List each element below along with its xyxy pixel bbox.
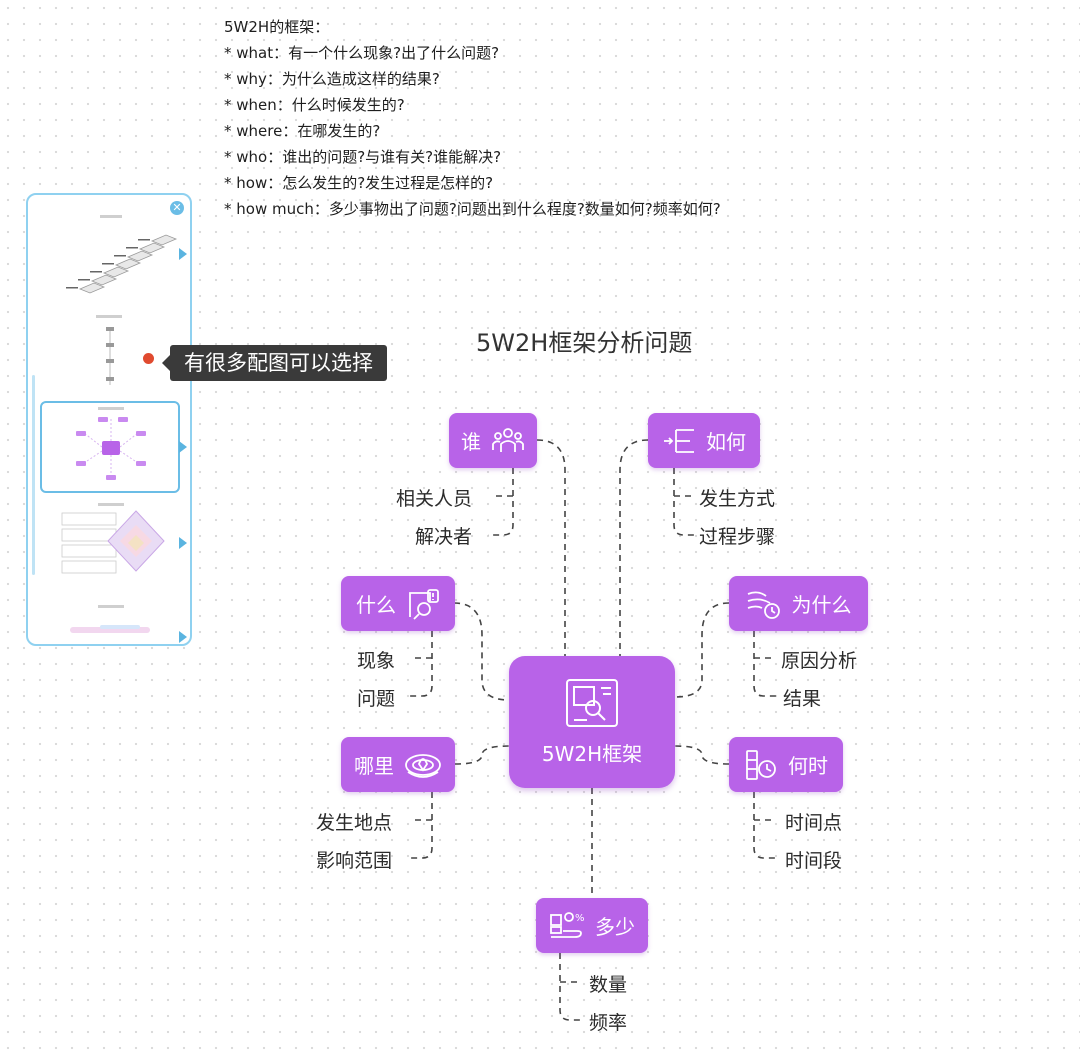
mindmap-title: 5W2H框架分析问题 xyxy=(476,329,693,357)
leaf-howmuch-2[interactable]: 频率 xyxy=(589,1012,628,1034)
apply-template-arrow-icon[interactable] xyxy=(179,537,187,549)
question-search-icon xyxy=(409,588,439,620)
leaf-who-1[interactable]: 相关人员 xyxy=(396,488,473,510)
notes-line-where: * where：在哪发生的? xyxy=(224,122,381,140)
template-thumbnail-vertical-flow[interactable] xyxy=(40,313,180,397)
leaf-why-1[interactable]: 原因分析 xyxy=(781,650,858,672)
notes-line-how: * how：怎么发生的?发生过程是怎样的? xyxy=(224,174,494,192)
apply-template-arrow-icon[interactable] xyxy=(179,631,187,643)
branch-why[interactable]: 为什么 xyxy=(729,576,868,631)
leaf-how-1[interactable]: 发生方式 xyxy=(699,488,776,510)
apply-template-arrow-icon[interactable] xyxy=(179,248,187,260)
branch-where-label: 哪里 xyxy=(354,754,394,778)
template-picker-panel: ✕ xyxy=(26,193,192,646)
branch-what-label: 什么 xyxy=(356,593,396,617)
branch-when-label: 何时 xyxy=(788,754,828,778)
calendar-clock-icon xyxy=(746,749,776,780)
partial-thumbnail-graphic xyxy=(70,605,150,633)
branch-how-label: 如何 xyxy=(706,430,746,454)
leaf-who-2[interactable]: 解决者 xyxy=(415,526,473,548)
staircase-thumbnail-graphic xyxy=(66,215,178,294)
leaf-when-1[interactable]: 时间点 xyxy=(785,812,843,834)
radial-thumbnail-graphic xyxy=(76,407,146,480)
process-flow-icon xyxy=(664,428,694,453)
notes-line-howmuch: * how much：多少事物出了问题?问题出到什么程度?数量如何?频率如何? xyxy=(224,200,721,218)
svg-text:%: % xyxy=(575,913,585,924)
framework-notes: 5W2H的框架： * what：有一个什么现象?出了什么问题? * why：为什… xyxy=(224,14,864,222)
leaf-why-2[interactable]: 结果 xyxy=(783,688,822,710)
branch-where[interactable]: 哪里 xyxy=(341,737,455,792)
template-tooltip: 有很多配图可以选择 xyxy=(162,345,387,381)
center-node-label: 5W2H框架 xyxy=(541,742,643,766)
leaf-what-1[interactable]: 现象 xyxy=(357,650,396,672)
branch-howmuch[interactable]: % 多少 xyxy=(536,898,648,953)
close-icon[interactable]: ✕ xyxy=(170,201,184,215)
wind-clock-icon xyxy=(747,591,780,619)
leaf-where-1[interactable]: 发生地点 xyxy=(316,812,393,834)
analysis-board-icon xyxy=(566,679,618,727)
vertical-flow-thumbnail-graphic xyxy=(96,315,122,385)
branch-howmuch-label: 多少 xyxy=(595,915,635,939)
diamond-thumbnail-graphic xyxy=(61,503,165,574)
leaf-where-2[interactable]: 影响范围 xyxy=(316,850,393,872)
leaf-what-2[interactable]: 问题 xyxy=(357,688,396,710)
leaf-how-2[interactable]: 过程步骤 xyxy=(699,526,776,548)
branch-why-label: 为什么 xyxy=(791,593,852,617)
branch-how[interactable]: 如何 xyxy=(648,413,760,468)
branch-when[interactable]: 何时 xyxy=(729,737,843,792)
apply-template-arrow-icon[interactable] xyxy=(179,441,187,453)
notes-line-why: * why：为什么造成这样的结果? xyxy=(224,70,440,88)
center-node[interactable]: 5W2H框架 xyxy=(509,656,675,788)
leaf-when-2[interactable]: 时间段 xyxy=(785,850,843,872)
notes-line-who: * who：谁出的问题?与谁有关?谁能解决? xyxy=(224,148,502,166)
template-thumbnail-diamond[interactable] xyxy=(40,501,180,583)
notification-dot xyxy=(143,353,154,364)
leaf-howmuch-1[interactable]: 数量 xyxy=(589,974,628,996)
picker-scrollbar[interactable] xyxy=(32,375,35,575)
template-thumbnail-partial[interactable] xyxy=(40,603,180,639)
notes-line-what: * what：有一个什么现象?出了什么问题? xyxy=(224,44,500,62)
people-group-icon xyxy=(492,427,524,452)
location-pin-icon xyxy=(405,753,441,778)
quantity-scale-icon: % xyxy=(550,911,585,938)
template-thumbnail-staircase[interactable] xyxy=(40,209,180,305)
branch-who-label: 谁 xyxy=(461,430,481,454)
branch-what[interactable]: 什么 xyxy=(341,576,455,631)
notes-line-when: * when：什么时候发生的? xyxy=(224,96,405,114)
notes-heading: 5W2H的框架： xyxy=(224,18,330,36)
branch-who[interactable]: 谁 xyxy=(449,413,537,468)
